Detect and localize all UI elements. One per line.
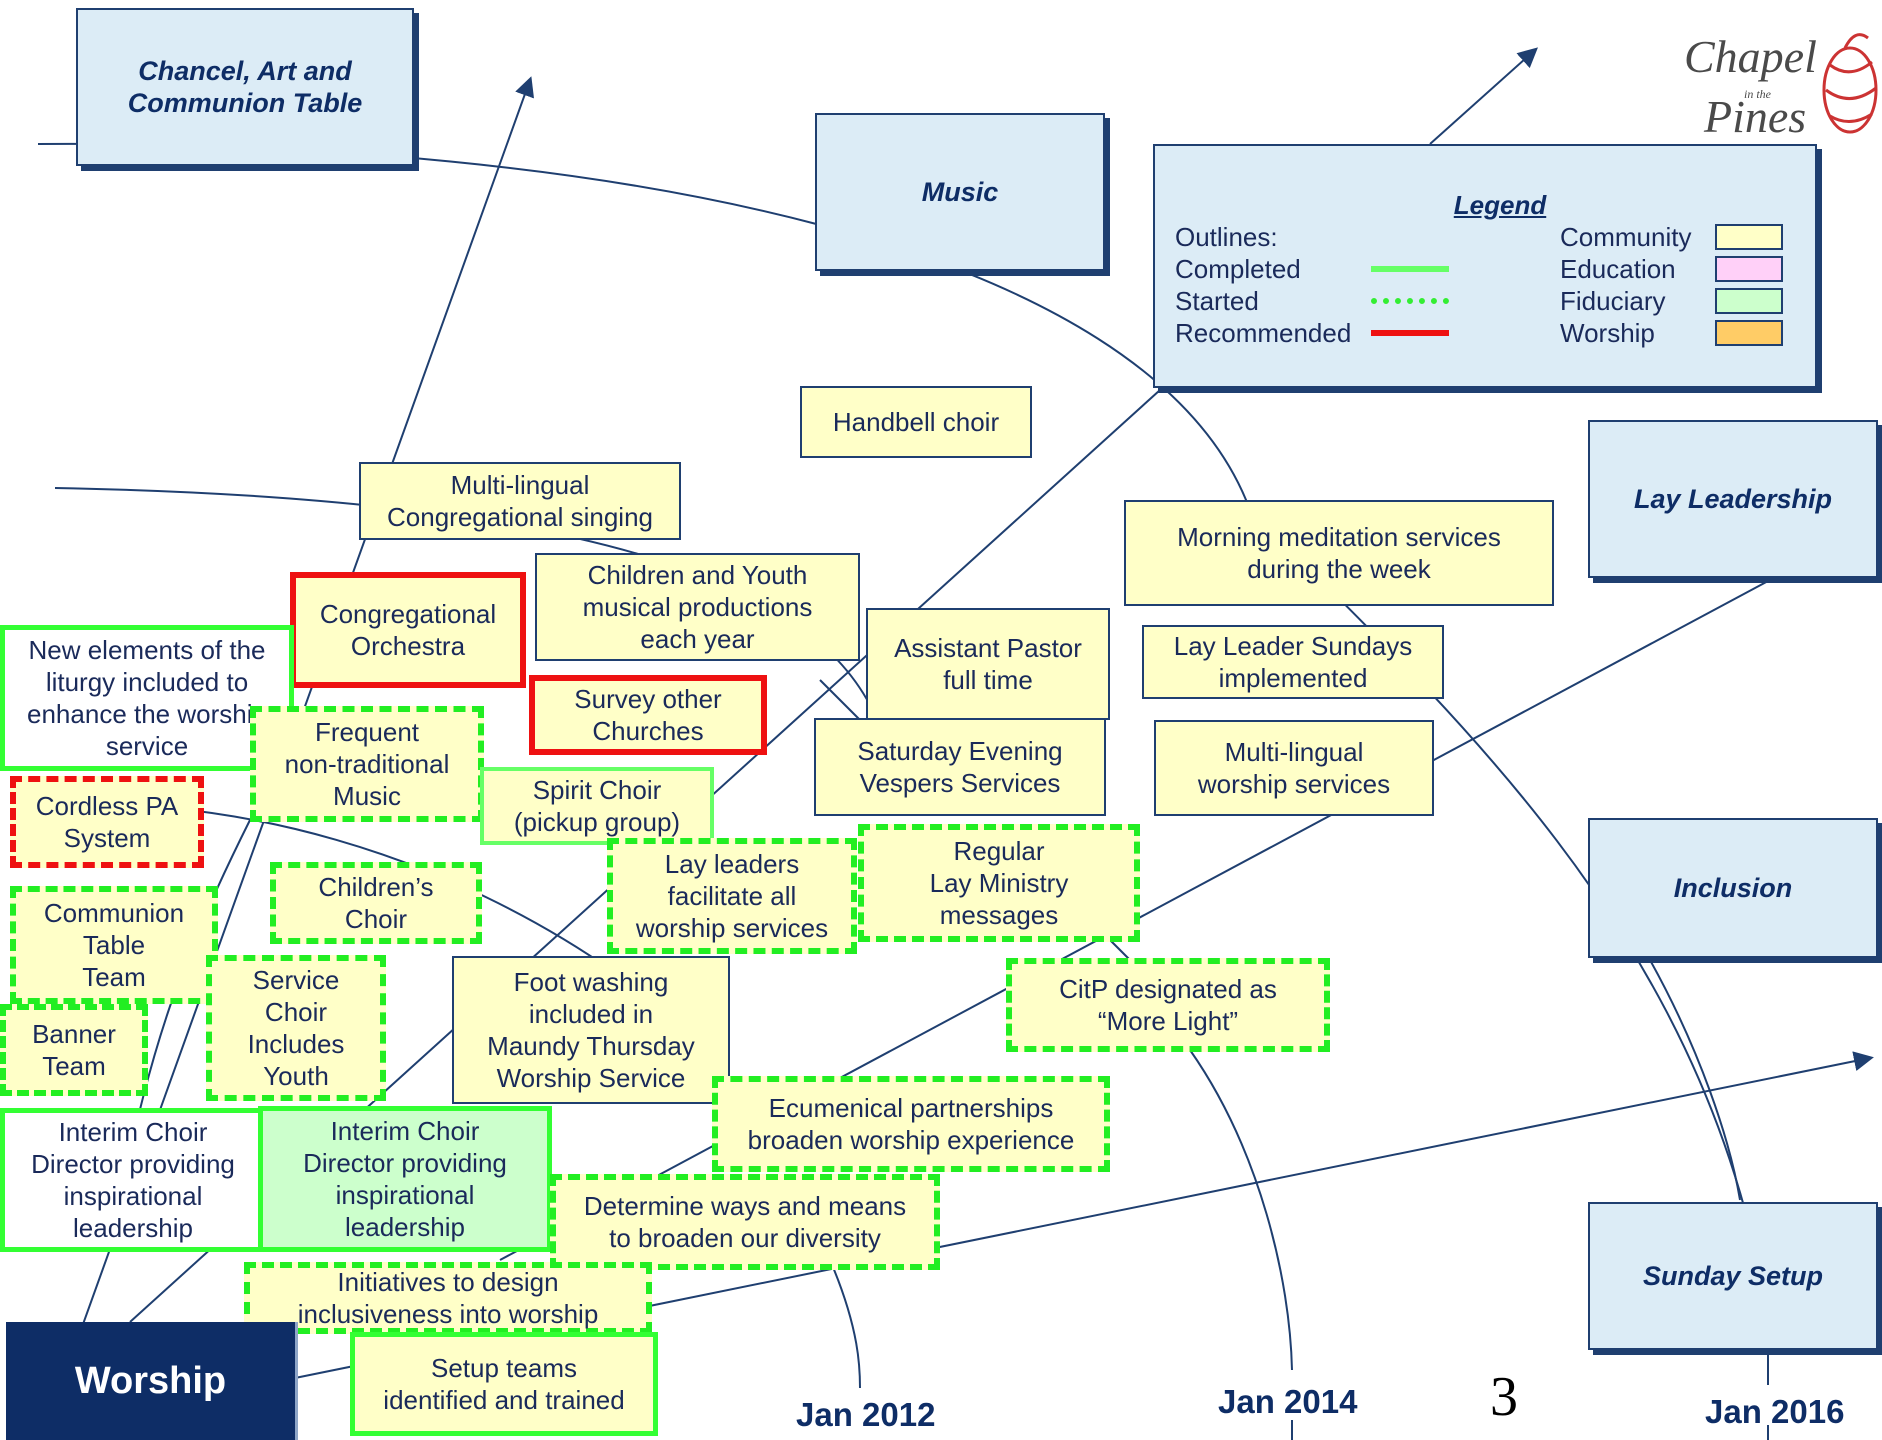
- connector-survey: [819, 679, 861, 721]
- logo-line1: Chapel: [1684, 31, 1817, 82]
- date-line-2014: [1189, 1049, 1293, 1371]
- legend-fiduciary-swatch: [1715, 288, 1783, 314]
- item-interim-choir-director-1: Interim Choir Director providing inspira…: [0, 1108, 266, 1252]
- item-survey-other-churches: Survey other Churches: [529, 675, 767, 755]
- item-foot-washing: Foot washing included in Maundy Thursday…: [452, 956, 730, 1104]
- item-frequent-nontraditional-music: Frequent non-traditional Music: [250, 706, 484, 822]
- spoke-music-top: [1429, 47, 1538, 145]
- legend-recommended-swatch: [1371, 330, 1449, 336]
- legend-completed-label: Completed: [1175, 254, 1301, 284]
- connector-saturday: [1109, 939, 1131, 961]
- spoke-inclusion: [1649, 959, 1741, 1201]
- item-spirit-choir: Spirit Choir (pickup group): [480, 767, 714, 845]
- legend-started-swatch: [1371, 298, 1449, 304]
- category-sunday-setup: Sunday Setup: [1588, 1202, 1878, 1350]
- pine-cone-icon: [1822, 33, 1878, 134]
- item-lay-leaders-facilitate: Lay leaders facilitate all worship servi…: [607, 838, 857, 954]
- item-interim-choir-director-2: Interim Choir Director providing inspira…: [258, 1106, 552, 1252]
- chapel-in-the-pines-logo: Chapel in the Pines: [1684, 31, 1878, 142]
- item-cordless-pa: Cordless PA System: [10, 776, 204, 868]
- legend-recommended-label: Recommended: [1175, 318, 1352, 348]
- category-music: Music: [815, 113, 1105, 271]
- legend-fiduciary-label: Fiduciary: [1560, 286, 1666, 316]
- item-ecumenical-partnerships: Ecumenical partnerships broaden worship …: [712, 1076, 1110, 1172]
- item-more-light: CitP designated as “More Light”: [1006, 958, 1330, 1052]
- item-multilingual-singing: Multi-lingual Congregational singing: [359, 462, 681, 540]
- date-2016: Jan 2016: [1705, 1393, 1845, 1430]
- logo-line2: in the: [1744, 87, 1772, 101]
- item-lay-leader-sundays: Lay Leader Sundays implemented: [1142, 625, 1444, 699]
- item-inclusiveness-initiatives: Initiatives to design inclusiveness into…: [244, 1262, 652, 1334]
- item-regular-lay-ministry: Regular Lay Ministry messages: [858, 824, 1140, 942]
- date-2014: Jan 2014: [1218, 1383, 1358, 1420]
- item-multilingual-services: Multi-lingual worship services: [1154, 720, 1434, 816]
- legend-worship-label: Worship: [1560, 318, 1655, 348]
- item-saturday-vespers: Saturday Evening Vespers Services: [814, 718, 1106, 816]
- category-chancel: Chancel, Art and Communion Table: [76, 8, 414, 166]
- item-communion-table-team: Communion Table Team: [10, 886, 218, 1004]
- logo-line3: Pines: [1703, 91, 1806, 142]
- item-broaden-diversity: Determine ways and means to broaden our …: [550, 1174, 940, 1270]
- legend-education-swatch: [1715, 256, 1783, 282]
- item-new-liturgy-elements: New elements of the liturgy included to …: [0, 625, 294, 771]
- item-children-youth-productions: Children and Youth musical productions e…: [535, 553, 860, 661]
- legend-title: Legend: [1453, 190, 1547, 220]
- page-number: 3: [1490, 1366, 1518, 1428]
- item-service-choir-youth: Service Choir Includes Youth: [206, 955, 386, 1101]
- worship-root-box: Worship: [6, 1322, 298, 1440]
- item-morning-meditation: Morning meditation services during the w…: [1124, 500, 1554, 606]
- item-childrens-choir: Children’s Choir: [270, 862, 482, 944]
- legend-started-label: Started: [1175, 286, 1259, 316]
- legend-worship-swatch: [1715, 320, 1783, 346]
- item-congregational-orchestra: Congregational Orchestra: [290, 572, 526, 688]
- item-banner-team: Banner Team: [0, 1004, 148, 1096]
- date-line-2012: [829, 1259, 861, 1389]
- legend-community-label: Community: [1560, 222, 1692, 252]
- date-2012: Jan 2012: [796, 1396, 936, 1433]
- legend: Legend Outlines: Completed Started Recom…: [1153, 144, 1817, 388]
- item-assistant-pastor: Assistant Pastor full time: [866, 608, 1110, 720]
- category-lay-leadership: Lay Leadership: [1588, 420, 1878, 578]
- legend-community-swatch: [1715, 224, 1783, 250]
- item-handbell-choir: Handbell choir: [800, 386, 1032, 458]
- legend-outlines-label: Outlines:: [1175, 222, 1278, 252]
- legend-completed-swatch: [1371, 266, 1449, 272]
- category-inclusion: Inclusion: [1588, 818, 1878, 958]
- legend-education-label: Education: [1560, 254, 1676, 284]
- item-setup-teams: Setup teams identified and trained: [350, 1332, 658, 1436]
